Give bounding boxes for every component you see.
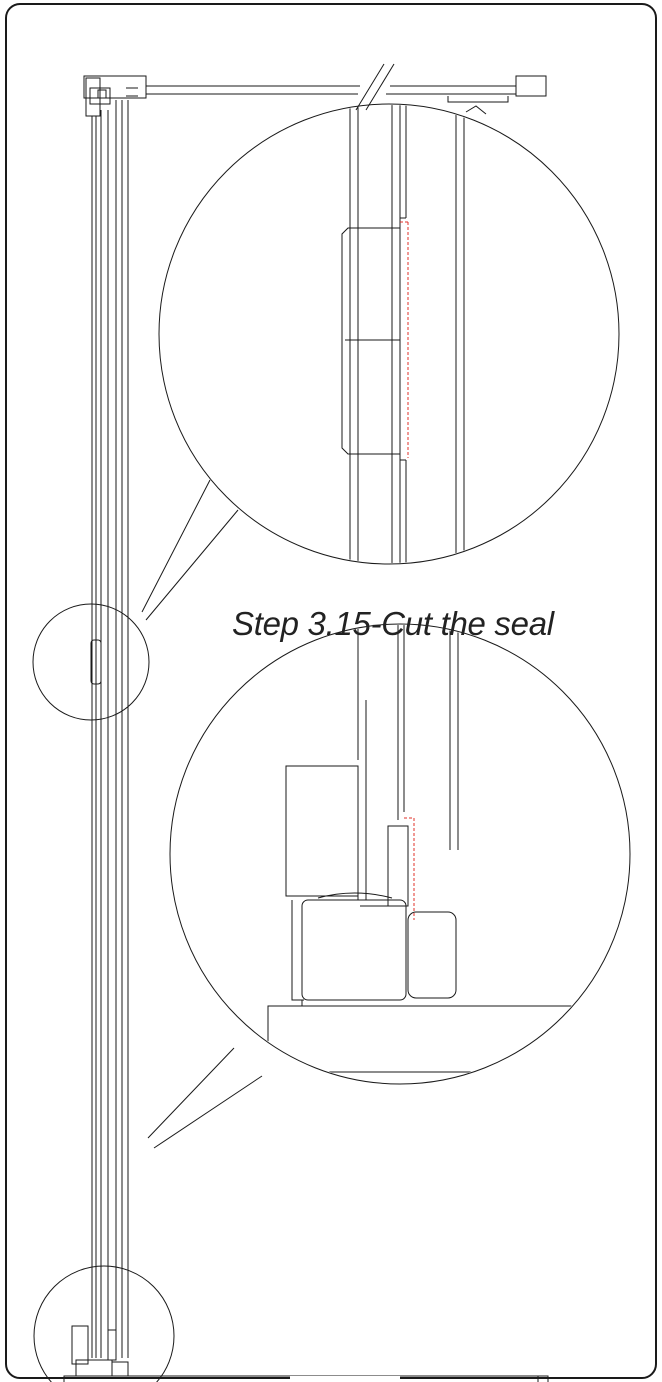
detail-marker-bottom (34, 1266, 174, 1382)
detail-view-middle (142, 90, 619, 620)
page-frame (6, 4, 656, 1378)
detail-marker-middle (33, 604, 149, 720)
step-title: Step 3.15-Cut the seal (232, 605, 554, 642)
full-profile-view (33, 64, 548, 1382)
top-bracket (84, 76, 146, 98)
rail-end-cap (516, 76, 546, 96)
detail-view-bottom (148, 620, 630, 1148)
